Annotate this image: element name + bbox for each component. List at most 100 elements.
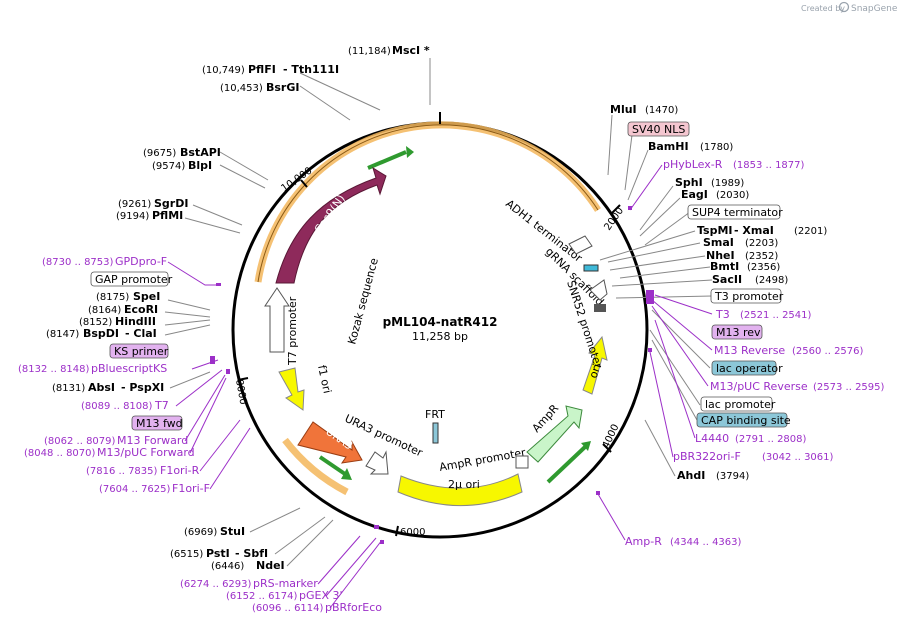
enzyme-pos-sgrdi: (9261) <box>118 199 151 210</box>
cap-binding-site-label[interactable]: CAP binding site <box>701 414 791 427</box>
enzyme-sgrdi[interactable]: SgrDI <box>154 197 188 210</box>
enzyme-bstapi[interactable]: BstAPI <box>180 146 221 159</box>
enzyme-pos-pflmi: (9194) <box>116 211 149 222</box>
tick-4000 <box>602 443 612 453</box>
ura3-promoter-arrow <box>365 450 389 475</box>
primer-m13-puc-reverse[interactable]: M13/pUC Reverse <box>710 380 808 393</box>
enzyme-ndei[interactable]: NdeI <box>256 559 285 572</box>
enzyme-absi[interactable]: AbsI <box>88 381 115 394</box>
two-micron-feature <box>397 473 523 506</box>
cas9-feature <box>275 166 387 284</box>
enzyme-mlui[interactable]: MluI <box>610 103 637 116</box>
frt-label: FRT <box>425 408 445 421</box>
enzyme-stui[interactable]: StuI <box>220 525 245 538</box>
m13-fwd-label[interactable]: M13 fwd <box>136 417 183 430</box>
enzyme-bsrgi[interactable]: BsrGI <box>266 81 299 94</box>
gap-promoter-box <box>90 271 169 287</box>
primer-gpdpro-f[interactable]: GPDpro-F <box>115 255 167 268</box>
enzyme-pflfi[interactable]: PflFI <box>248 63 276 76</box>
primer-phyblex-r[interactable]: pHybLex-R <box>663 158 723 171</box>
plasmid-size: 11,258 bp <box>412 330 468 343</box>
primer-f1ori-f[interactable]: F1ori-F <box>172 482 210 495</box>
sv40-nls-label[interactable]: SV40 NLS <box>632 123 685 136</box>
primer-pbrforeco[interactable]: pBRforEco <box>325 601 382 614</box>
grna-scaffold-feature <box>583 264 599 272</box>
two-micron-label: 2μ ori <box>448 478 480 491</box>
enzyme-pspxi[interactable]: - PspXI <box>121 381 164 394</box>
enzyme-pos-mscI: (11,184) <box>348 46 391 57</box>
tick-6000 <box>395 525 399 537</box>
primer-pbr322ori-f[interactable]: pBR322ori-F <box>673 450 741 463</box>
ura3-feature <box>297 421 363 464</box>
enzyme-mscI[interactable]: MscI * <box>392 44 430 57</box>
enzyme-pos-bstapi: (9675) <box>143 148 176 159</box>
snr52-promoter-arrow <box>589 279 608 301</box>
enzyme-tth111i[interactable]: - Tth111I <box>283 63 339 76</box>
enzyme-smai[interactable]: SmaI <box>703 236 734 249</box>
enzyme-spei[interactable]: SpeI <box>133 290 160 303</box>
enzyme-pos-eagi: (2030) <box>716 190 749 201</box>
enzyme-ecori[interactable]: EcoRI <box>124 303 158 316</box>
ks-primer-box <box>109 343 169 359</box>
enzyme-bspdi[interactable]: BspDI <box>83 327 119 340</box>
enzyme-ahdi[interactable]: AhdI <box>677 469 705 482</box>
enzyme-xmai[interactable]: - XmaI <box>734 224 774 237</box>
lac-promoter-box <box>700 396 773 412</box>
enzyme-pos-ecori: (8164) <box>88 305 121 316</box>
enzyme-blpi[interactable]: BlpI <box>188 159 212 172</box>
enzyme-nhei[interactable]: NheI <box>706 249 735 262</box>
ks-primer-label[interactable]: KS primer <box>114 345 169 358</box>
primer-pos-m13-reverse: (2560 .. 2576) <box>792 346 864 357</box>
enzyme-eagi[interactable]: EagI <box>681 188 708 201</box>
primer-l4440[interactable]: L4440 <box>695 432 729 445</box>
lac-operator-label[interactable]: lac operator <box>716 362 783 375</box>
primer-m13-reverse[interactable]: M13 Reverse <box>714 344 785 357</box>
arrow-green-3-head <box>581 441 591 451</box>
t3-promoter-label[interactable]: T3 promoter <box>714 290 784 303</box>
enzyme-pflmi[interactable]: PflMI <box>152 209 183 222</box>
tick-label-8000: 8000 <box>233 379 248 406</box>
primer-pgex3[interactable]: pGEX 3' <box>299 589 343 602</box>
f1-ori-feature <box>278 367 305 411</box>
enzyme-bmti[interactable]: BmtI <box>710 260 739 273</box>
primer-pos-amp-r: (4344 .. 4363) <box>670 537 742 548</box>
enzyme-pos-stui: (6969) <box>184 527 217 538</box>
lac-promoter-label[interactable]: lac promoter <box>705 398 776 411</box>
primer-pos-f1ori-f: (7604 .. 7625) <box>99 484 171 495</box>
enzyme-bamhi[interactable]: BamHI <box>648 140 689 153</box>
sup4-terminator-label[interactable]: SUP4 terminator <box>692 206 783 219</box>
right-primer-leaders <box>597 164 713 541</box>
primer-pos-prs-marker: (6274 .. 6293) <box>180 579 252 590</box>
primer-t7[interactable]: T7 <box>154 399 169 412</box>
enzyme-pos-tspmi: (2201) <box>794 226 827 237</box>
tick-10000 <box>300 179 308 188</box>
primer-amp-r[interactable]: Amp-R <box>625 535 662 548</box>
primer-prs-marker[interactable]: pRS-marker <box>253 577 318 590</box>
primer-pos-m13-forward: (8062 .. 8079) <box>44 436 116 447</box>
gap-promoter-label[interactable]: GAP promoter <box>95 273 173 286</box>
primer-pos-t7: (8089 .. 8108) <box>81 401 153 412</box>
primer-pos-phyblex-r: (1853 .. 1877) <box>733 160 805 171</box>
primer-m13-forward[interactable]: M13 Forward <box>117 434 188 447</box>
primer-f1ori-r[interactable]: F1ori-R <box>160 464 200 477</box>
enzyme-pos-hindiii: (8152) <box>79 317 112 328</box>
primer-pos-pbrforeco: (6096 .. 6114) <box>252 603 324 614</box>
lac-region-marker <box>594 304 606 312</box>
enzyme-sbfi[interactable]: - SbfI <box>235 547 268 560</box>
primer-t3[interactable]: T3 <box>715 308 730 321</box>
enzyme-tspmi[interactable]: TspMI <box>697 224 733 237</box>
enzyme-sphi[interactable]: SphI <box>675 176 703 189</box>
m13-rev-label[interactable]: M13 rev <box>716 326 761 339</box>
sv40-nls-box <box>627 121 690 137</box>
enzyme-hindiii[interactable]: HindIII <box>115 315 156 328</box>
enzyme-pos-smai: (2203) <box>745 238 778 249</box>
enzyme-psti[interactable]: PstI <box>206 547 230 560</box>
primer-pos-m13-puc-forward: (8048 .. 8070) <box>24 448 96 459</box>
primer-pbluescriptks[interactable]: pBluescriptKS <box>91 362 167 375</box>
enzyme-pos-bamhi: (1780) <box>700 142 733 153</box>
enzyme-sacii[interactable]: SacII <box>712 273 742 286</box>
primer-m13-puc-forward[interactable]: M13/pUC Forward <box>97 446 195 459</box>
kozak-label: Kozak sequence <box>345 256 381 345</box>
enzyme-clai[interactable]: - ClaI <box>125 327 157 340</box>
